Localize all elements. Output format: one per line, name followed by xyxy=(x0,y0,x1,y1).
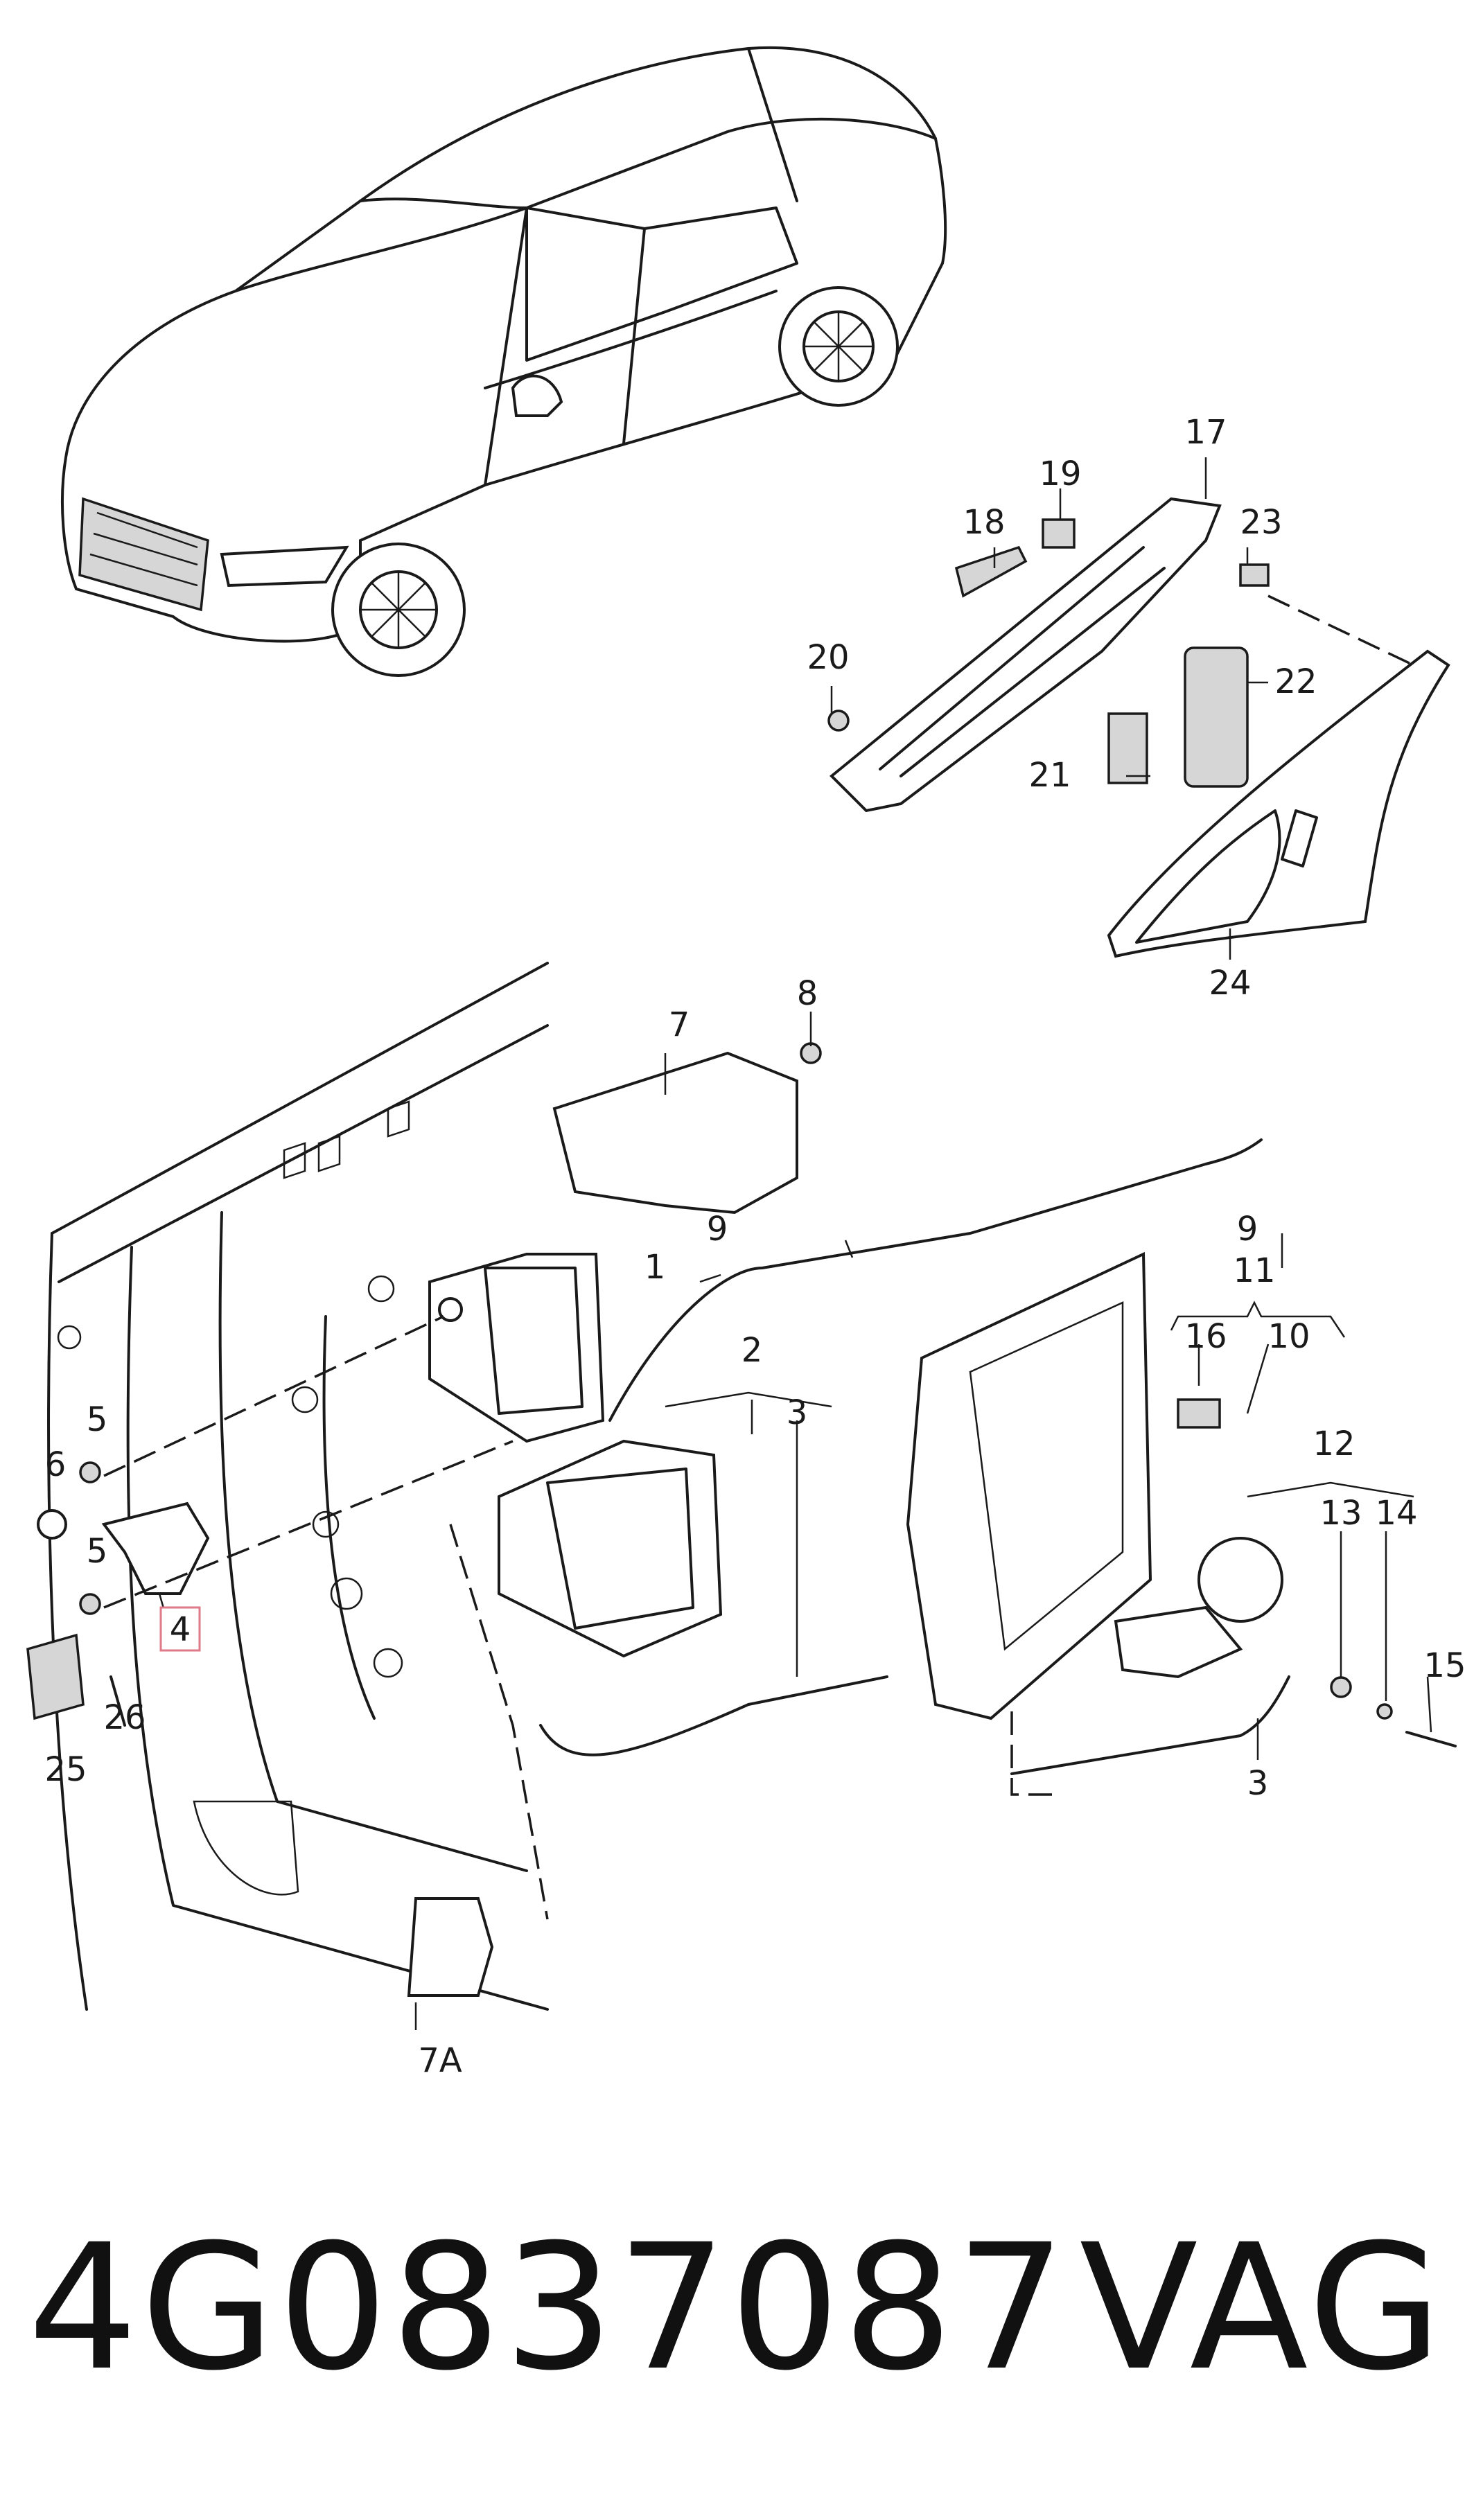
label-20: 20 xyxy=(807,638,849,677)
brand-label: VAG xyxy=(1079,2206,1445,2408)
label-6: 6 xyxy=(45,1445,67,1484)
label-5-upper: 5 xyxy=(87,1400,108,1439)
highlight-box-4 xyxy=(159,1606,201,1652)
striker-25 xyxy=(26,1633,85,1720)
callout-labels: 17 19 18 23 20 22 21 24 7 8 9 9 1 11 16 … xyxy=(44,413,1466,2080)
label-4: 4 xyxy=(170,1610,191,1649)
label-9-left: 9 xyxy=(707,1210,728,1249)
label-14: 14 xyxy=(1375,1494,1417,1533)
label-5-lower: 5 xyxy=(87,1532,108,1571)
bolt-26 xyxy=(109,1675,126,1727)
label-22: 22 xyxy=(1274,662,1317,701)
car-illustration xyxy=(61,46,947,677)
part-7a xyxy=(407,1897,494,1997)
label-21: 21 xyxy=(1028,756,1071,795)
cable-9 xyxy=(608,1138,1263,1422)
door-lock-2 xyxy=(498,1439,723,1658)
label-10: 10 xyxy=(1267,1317,1310,1356)
label-2: 2 xyxy=(742,1331,763,1370)
handle-carrier-7 xyxy=(552,1051,798,1215)
pad-16 xyxy=(1177,1398,1221,1429)
part-number: 4G0837087 xyxy=(28,2206,1069,2408)
bolt-5-upper xyxy=(79,1461,101,1483)
label-8: 8 xyxy=(797,974,818,1013)
lock-carrier-10 xyxy=(906,1251,1152,1720)
bolt-15 xyxy=(1405,1731,1457,1747)
label-15: 15 xyxy=(1423,1646,1466,1685)
door-shell xyxy=(47,962,549,2011)
label-9-right: 9 xyxy=(1237,1210,1258,1249)
label-11: 11 xyxy=(1233,1251,1275,1290)
label-12: 12 xyxy=(1313,1425,1355,1463)
washer-14 xyxy=(1376,1703,1393,1720)
trim-panel-24 xyxy=(1107,649,1450,958)
switch-21 xyxy=(1107,712,1148,784)
bolt-20 xyxy=(827,710,850,732)
label-19: 19 xyxy=(1039,455,1081,493)
connector-19 xyxy=(1042,518,1076,549)
label-3-lower: 3 xyxy=(1247,1764,1269,1803)
cable-3-left xyxy=(539,1675,888,1756)
cap-6 xyxy=(37,1509,67,1540)
clip-23 xyxy=(1239,563,1270,587)
motor-12 xyxy=(1114,1605,1243,1679)
bracket-18 xyxy=(954,545,1028,598)
label-18: 18 xyxy=(963,503,1005,542)
label-13: 13 xyxy=(1319,1494,1362,1533)
label-25: 25 xyxy=(44,1750,87,1789)
door-handle-assembly xyxy=(827,497,1450,958)
label-16: 16 xyxy=(1184,1317,1227,1356)
label-1: 1 xyxy=(644,1248,666,1287)
cover-4 xyxy=(101,1501,210,1595)
door-lock-1 xyxy=(428,1253,605,1443)
bolt-8 xyxy=(800,1042,822,1064)
label-3-upper: 3 xyxy=(787,1393,808,1432)
switch-panel-22 xyxy=(1184,646,1249,788)
label-7a: 7A xyxy=(418,2041,462,2080)
label-26: 26 xyxy=(103,1698,146,1737)
label-24: 24 xyxy=(1209,964,1251,1003)
label-7: 7 xyxy=(669,1005,690,1044)
label-23: 23 xyxy=(1240,503,1282,542)
label-17: 17 xyxy=(1184,413,1227,452)
bolt-5-lower xyxy=(79,1593,101,1615)
cable-3-right xyxy=(1010,1675,1290,1775)
grommet-13 xyxy=(1330,1676,1352,1698)
